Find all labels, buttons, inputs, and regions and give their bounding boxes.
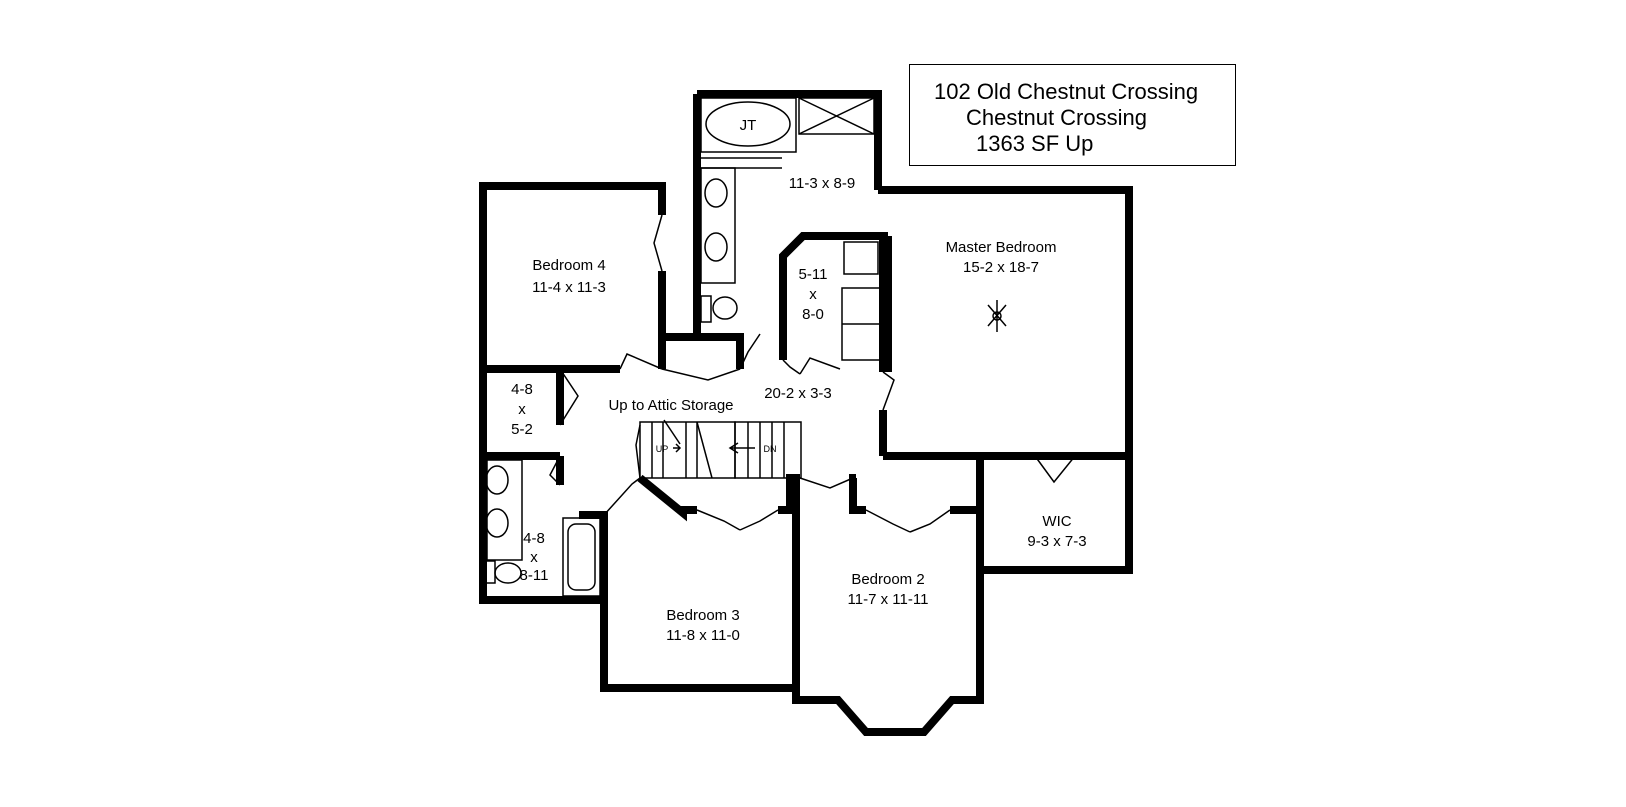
subdivision-line: Chestnut Crossing [966,105,1147,130]
stair-up-label: UP [656,444,669,454]
door-swing [653,214,663,272]
hall-toilet [494,562,522,584]
attic-note: Up to Attic Storage [608,397,733,414]
bedroom3-name: Bedroom 3 [666,607,739,624]
center-closet-x: x [809,286,817,303]
bedroom4-walls [479,182,666,373]
door-swing [1034,455,1076,484]
left-closet-d: 5-2 [511,421,533,438]
square-footage-line: 1363 SF Up [976,131,1094,156]
door-swing [696,509,741,531]
door-swing [739,509,779,531]
hall-size: 20-2 x 3-3 [764,385,832,402]
bedroom2-top-wall [849,474,866,514]
hall-vanity [486,459,523,561]
master-bath-walls [697,90,882,190]
down-arrow-icon [728,442,755,454]
bedroom2-walls [792,478,984,736]
left-closet-walls [479,369,608,604]
door-swing [865,509,911,533]
door-swing [909,509,951,533]
wic-name: WIC [1042,513,1071,530]
door-swing [882,371,895,411]
door-swing [603,477,641,516]
center-closet-walls [779,232,888,360]
door-swing [619,353,663,370]
bedroom4-size: 11-4 x 11-3 [532,279,606,296]
master-bedroom-name: Master Bedroom [946,239,1057,256]
hall-tub [562,517,601,597]
bedroom4-name: Bedroom 4 [532,257,605,274]
attic-arrow-icon [663,419,681,445]
stair-right [734,421,802,479]
door-swing [739,333,761,370]
door-swing [782,359,801,375]
door-swing [799,357,841,375]
center-closet-d: 8-0 [802,306,824,323]
thin-lines [484,97,1076,597]
stair-left [639,421,736,479]
center-closet-w: 5-11 [799,266,828,283]
master-bedroom-size: 15-2 x 18-7 [963,259,1039,276]
jetted-tub [705,101,791,147]
left-closet-w: 4-8 [511,381,533,398]
tub-surround [700,97,797,153]
stair-break [696,421,713,479]
shower-diagonal-2 [798,97,875,135]
wic-walls [976,452,1133,574]
bedroom2-size: 11-7 x 11-11 [848,591,929,608]
bedroom3-size: 11-8 x 11-0 [666,627,740,644]
stair-down-label: DN [764,444,777,454]
sink-2 [704,232,728,262]
washer [843,241,879,275]
shower [798,97,875,135]
powder-walls [662,333,744,369]
door-swing [635,424,641,479]
hall-bath-w: 4-8 [523,530,545,547]
master-bedroom-walls [878,186,1133,460]
walls [479,90,1133,736]
master-bath-size: 11-3 x 8-9 [789,175,855,192]
ceiling-fan-hub [992,311,1002,321]
left-closet-x: x [518,401,526,418]
title-block: 102 Old Chestnut Crossing Chestnut Cross… [909,64,1236,166]
hall-sink-1 [485,465,509,495]
door-swing [549,455,561,486]
powder-toilet-tank [700,295,712,323]
tub-label: JT [740,117,757,134]
door-swing [661,368,741,381]
ceiling-fan-icon [987,300,1007,332]
up-arrow-icon [673,443,682,453]
hall-sink-2 [485,508,509,538]
wic-size: 9-3 x 7-3 [1027,533,1086,550]
hall-tub-inner [567,523,596,591]
bedroom3-walls [600,478,800,692]
address-line: 102 Old Chestnut Crossing [934,79,1199,104]
hall-bath-x: x [530,549,538,566]
door-swing [559,368,579,426]
hall-bottom-wall [637,474,697,522]
powder-toilet [712,296,738,320]
bedroom2-name: Bedroom 2 [851,571,924,588]
hall-bath-d: 8-11 [520,567,549,584]
door-swing [799,477,854,489]
sink-1 [704,178,728,208]
